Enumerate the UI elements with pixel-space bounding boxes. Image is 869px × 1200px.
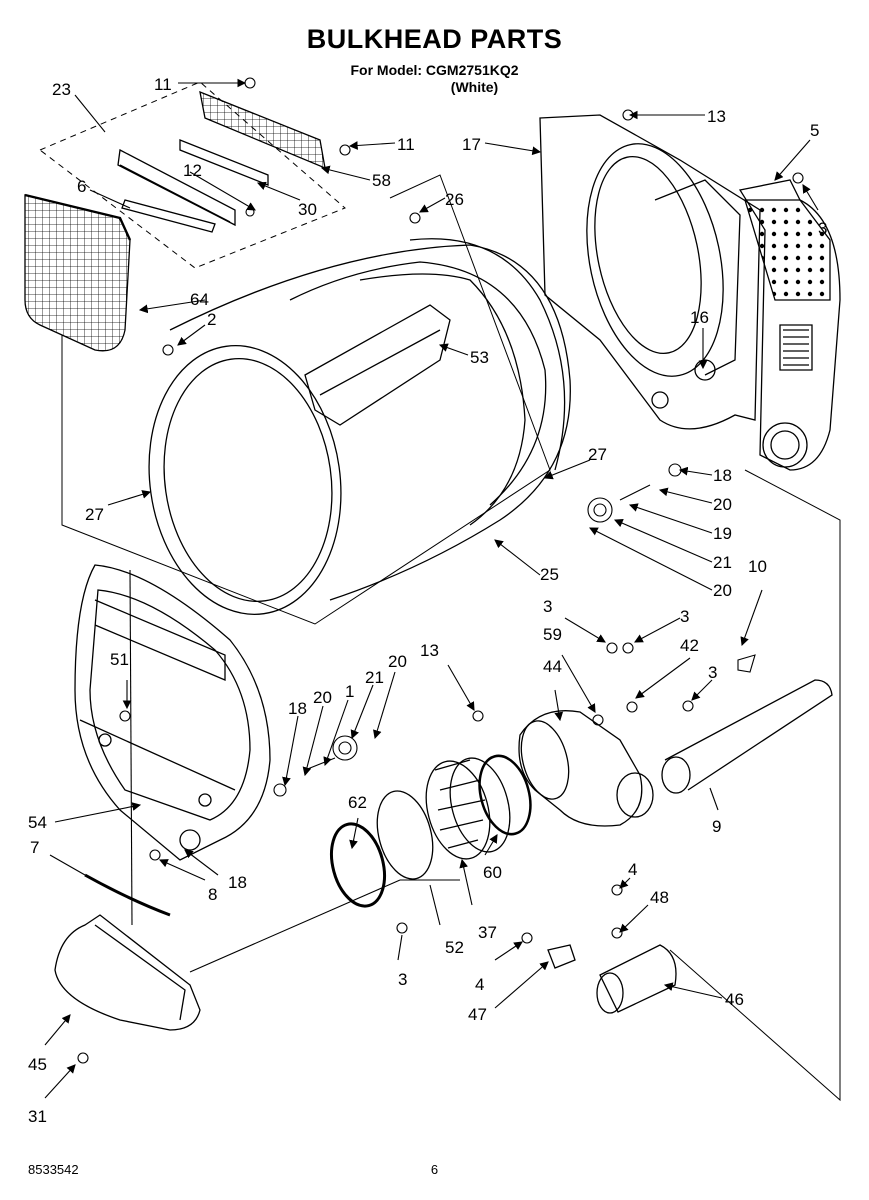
callout-label: 45	[28, 1055, 47, 1074]
hardware	[77, 77, 804, 1064]
lint-grille	[117, 90, 326, 233]
callout-label: 46	[725, 990, 744, 1009]
callout-label: 3	[708, 663, 717, 682]
callout-label: 19	[713, 524, 732, 543]
rear-bulkhead	[539, 114, 761, 430]
callout-label: 18	[288, 699, 307, 718]
callout-label: 9	[712, 817, 721, 836]
callout-label: 7	[30, 838, 39, 857]
lint-screen	[24, 193, 132, 352]
callout-label: 21	[713, 553, 732, 572]
callout-label: 2	[207, 310, 216, 329]
document-number: 8533542	[28, 1162, 79, 1177]
callout-label: 1	[345, 682, 354, 701]
callout-label: 18	[228, 873, 247, 892]
callout-label: 20	[388, 652, 407, 671]
color-line: (White)	[450, 79, 499, 95]
dryer-drum	[148, 238, 571, 615]
callout-label: 6	[77, 177, 86, 196]
callout-label: 27	[588, 445, 607, 464]
callout-label: 30	[298, 200, 317, 219]
callout-label: 12	[183, 161, 202, 180]
callout-label: 13	[707, 107, 726, 126]
callout-label: 13	[420, 641, 439, 660]
callout-label: 10	[748, 557, 767, 576]
callout-label: 20	[713, 495, 732, 514]
callout-label: 3	[818, 219, 827, 238]
callout-label: 37	[478, 923, 497, 942]
callout-label: 26	[445, 190, 464, 209]
callout-label: 25	[540, 565, 559, 584]
callout-label: 48	[650, 888, 669, 907]
callout-label: 27	[85, 505, 104, 524]
callout-label: 44	[543, 657, 562, 676]
callout-label: 23	[52, 80, 71, 99]
callout-label: 62	[348, 793, 367, 812]
callout-label: 31	[28, 1107, 47, 1126]
page-title: BULKHEAD PARTS	[306, 24, 563, 54]
callout-label: 59	[543, 625, 562, 644]
callout-label: 51	[110, 650, 129, 669]
blower-housing	[518, 710, 654, 827]
callout-label: 42	[680, 636, 699, 655]
callout-label: 18	[713, 466, 732, 485]
callout-label: 3	[680, 607, 689, 626]
callout-label: 20	[713, 581, 732, 600]
front-bulkhead	[74, 564, 271, 861]
callout-label: 4	[628, 860, 637, 879]
lint-duct	[54, 914, 201, 1031]
model-line: For Model: CGM2751KQ2	[350, 62, 519, 78]
front-group-outline	[61, 174, 551, 625]
callout-labels: 23 11 11 12 58 30 6 26 64 2 53 17 13 5 3…	[28, 75, 827, 1126]
page-number: 6	[430, 1162, 439, 1177]
callout-label: 58	[372, 171, 391, 190]
callout-label: 52	[445, 938, 464, 957]
thermal-fuse	[596, 944, 677, 1014]
rear-duct-line	[669, 469, 841, 1102]
rear-panel	[738, 179, 841, 471]
callout-label: 11	[154, 75, 172, 94]
callout-label: 47	[468, 1005, 487, 1024]
callout-label: 60	[483, 863, 502, 882]
lint-trap-group-outline	[39, 81, 346, 269]
callout-label: 3	[398, 970, 407, 989]
seal-strip	[84, 873, 171, 917]
callout-label: 20	[313, 688, 332, 707]
blower-wheel	[425, 757, 511, 860]
callout-label: 64	[190, 290, 209, 309]
callout-label: 21	[365, 668, 384, 687]
exhaust-duct	[661, 679, 833, 794]
callout-label: 5	[810, 121, 819, 140]
seal-60	[478, 754, 532, 836]
seal-52	[376, 790, 434, 880]
seal-62	[330, 822, 386, 908]
callout-label: 11	[397, 135, 415, 154]
callout-label: 16	[690, 308, 709, 327]
callout-label: 54	[28, 813, 47, 832]
callout-label: 3	[543, 597, 552, 616]
callout-label: 8	[208, 885, 217, 904]
callout-label: 53	[470, 348, 489, 367]
callout-label: 17	[462, 135, 481, 154]
callout-label: 4	[475, 975, 484, 994]
bracket	[547, 944, 576, 969]
